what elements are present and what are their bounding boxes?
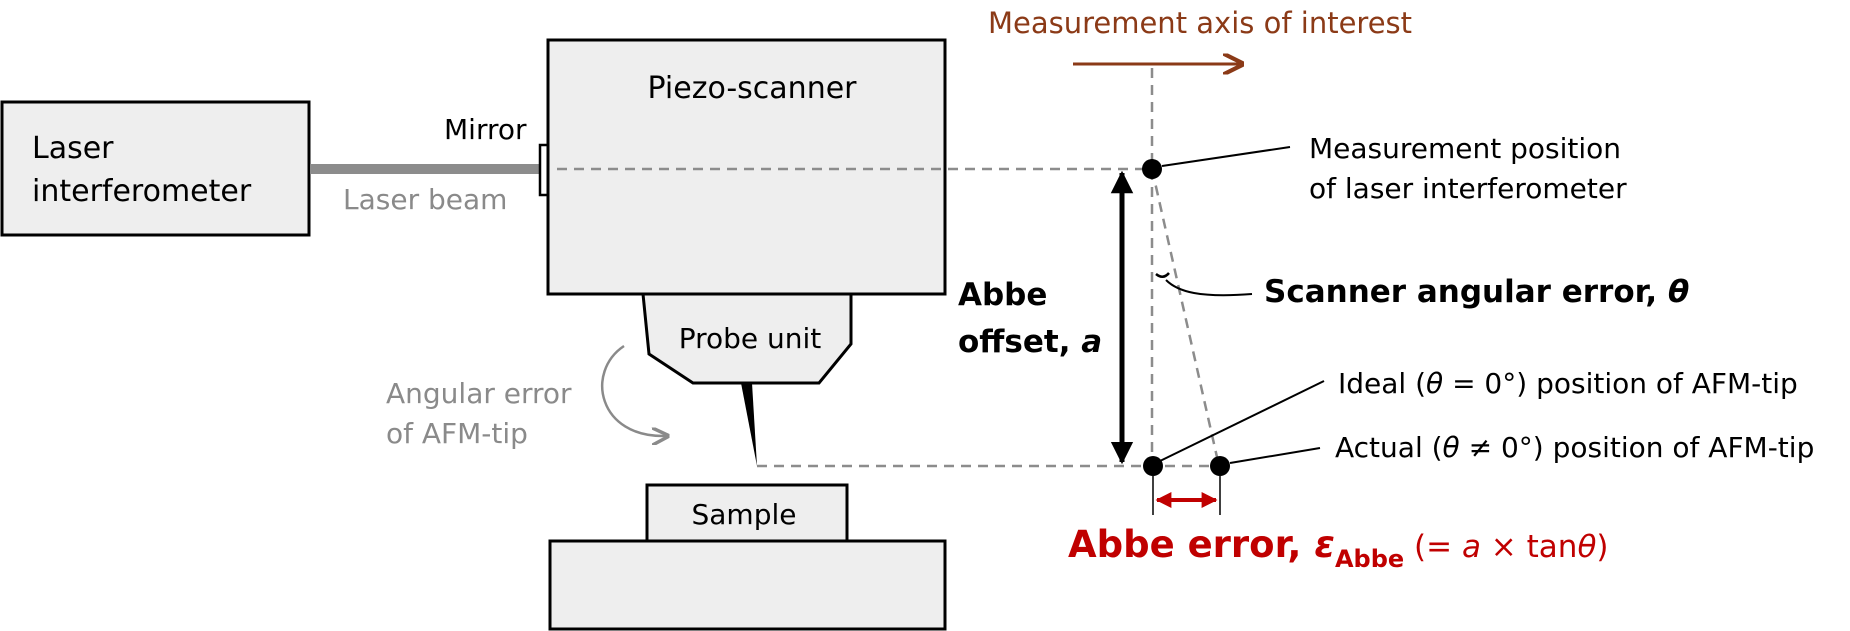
angular-error-label-line2: of AFM-tip <box>386 417 528 450</box>
scanner-angle-leader <box>1165 279 1253 297</box>
laser-beam-label: Laser beam <box>343 183 507 216</box>
piezo-scanner-box <box>546 38 947 296</box>
tilted-axis-dashed <box>1150 168 1221 467</box>
actual-tip-position-point <box>1210 456 1230 476</box>
sample-label: Sample <box>692 498 797 531</box>
angular-error-arrow <box>601 344 666 436</box>
actual-position-label: Actual (θ ≠ 0°) position of AFM-tip <box>1335 431 1814 464</box>
actual-position-leader <box>1229 447 1321 464</box>
laser-interferometer-label-line1: Laser <box>32 131 114 166</box>
measurement-position-leader <box>1161 146 1291 167</box>
stage-box <box>548 539 947 631</box>
probe-unit <box>641 292 853 385</box>
scanner-angular-error-label: Scanner angular error, θ <box>1264 274 1689 310</box>
measurement-axis-label: Measurement axis of interest <box>988 6 1412 40</box>
ideal-position-leader <box>1159 380 1325 462</box>
measurement-position-label-line1: Measurement position <box>1309 132 1621 165</box>
angular-error-label-line1: Angular error <box>386 377 572 410</box>
sample-box <box>645 483 849 543</box>
probe-unit-label: Probe unit <box>679 322 822 355</box>
measurement-position-point <box>1142 159 1162 179</box>
abbe-offset-label-line2: offset, a <box>958 324 1102 360</box>
abbe-error-label: Abbe error, εAbbe (= a × tanθ) <box>1068 523 1609 573</box>
piezo-scanner-label: Piezo-scanner <box>647 71 857 106</box>
laser-interferometer-label-line2: interferometer <box>32 174 252 209</box>
abbe-offset-label-line1: Abbe <box>958 277 1047 313</box>
measurement-position-label-line2: of laser interferometer <box>1309 172 1627 205</box>
afm-tip <box>741 383 757 466</box>
scanner-angle-arc <box>1155 272 1170 278</box>
ideal-tip-position-point <box>1143 456 1163 476</box>
laser-interferometer-box <box>0 100 311 237</box>
ideal-position-label: Ideal (θ = 0°) position of AFM-tip <box>1338 367 1798 400</box>
mirror-label: Mirror <box>444 113 527 146</box>
